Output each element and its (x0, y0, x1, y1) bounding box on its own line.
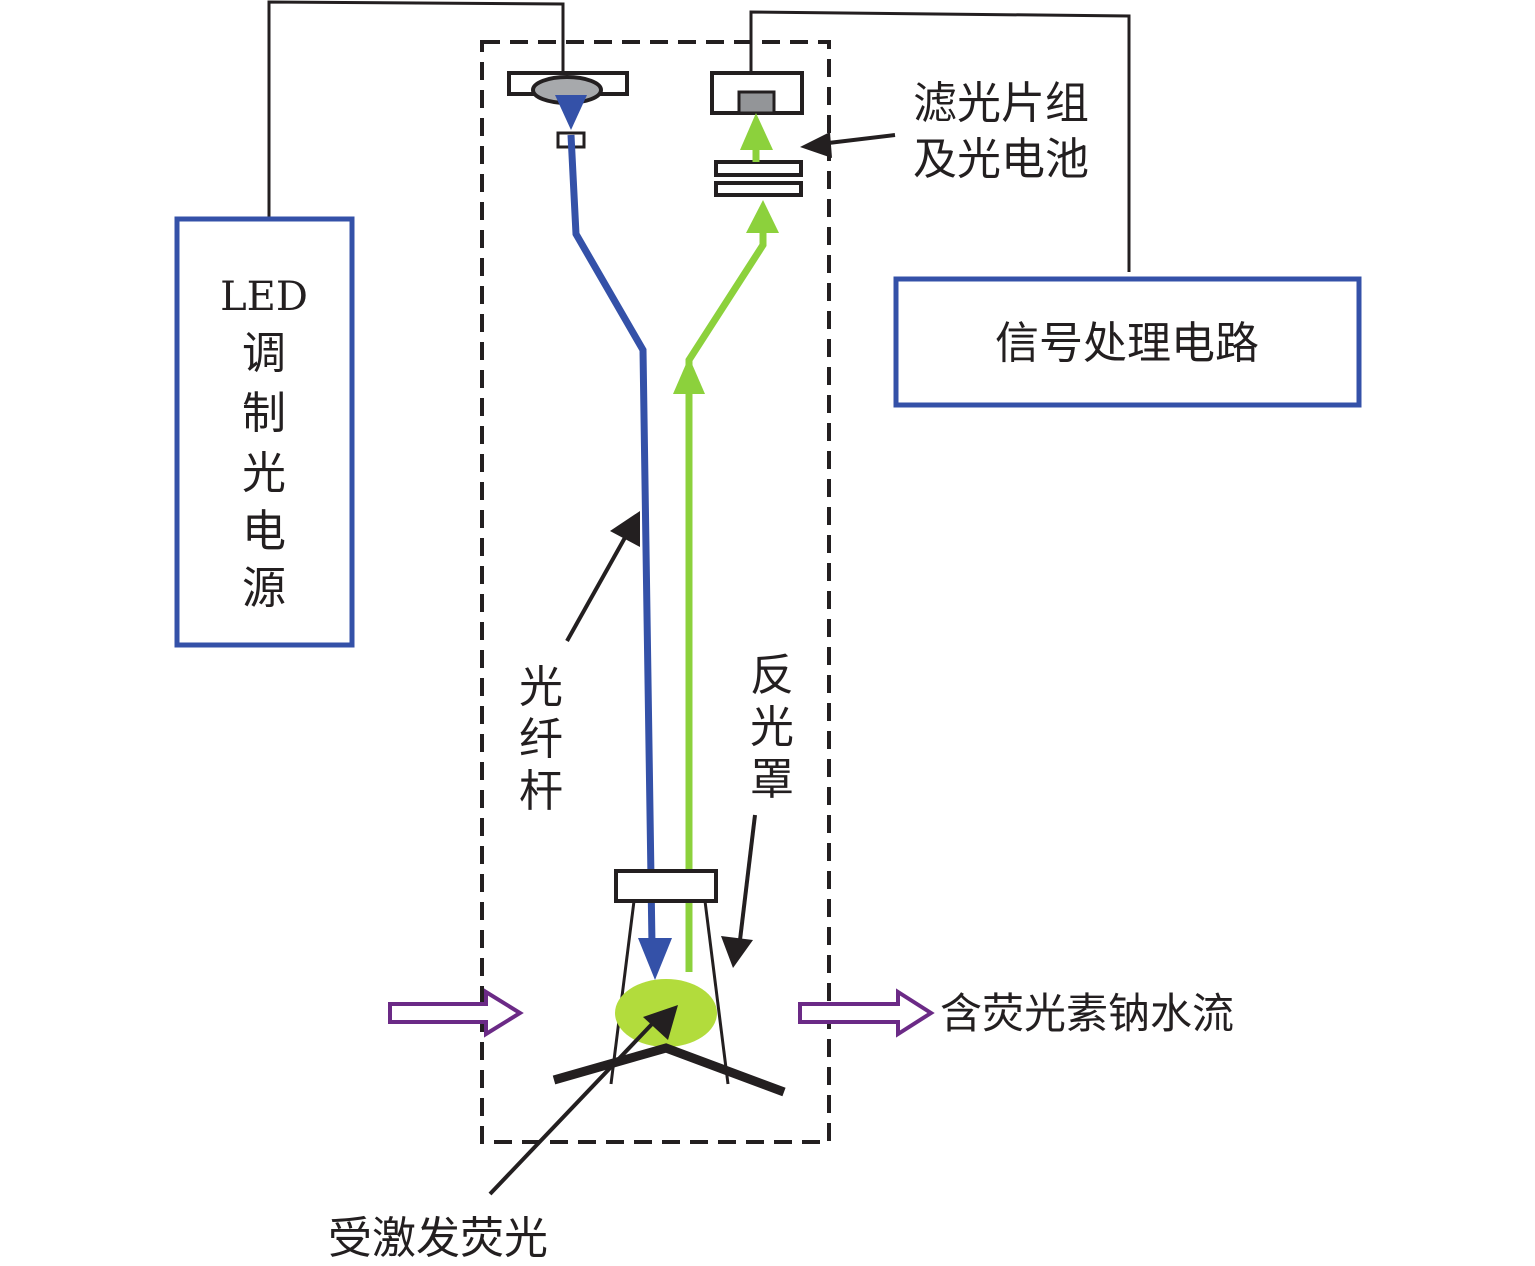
reflector-char-2: 光 (750, 702, 794, 753)
photodetector (710, 71, 804, 115)
filter-set (714, 160, 803, 197)
outflow-arrow-icon (798, 988, 935, 1038)
fiber-rod-char-2: 纤 (519, 714, 563, 765)
reflector-char-3: 罩 (750, 754, 794, 805)
fluorescence-arrow-head-mid (673, 357, 705, 394)
signal-processing-box: 信号处理电路 (893, 276, 1362, 408)
pointer-fiber-rod (565, 511, 640, 642)
signal-processing-label: 信号处理电路 (995, 318, 1259, 369)
probe-base (552, 1043, 786, 1097)
led-power-char-4: 电 (242, 506, 286, 557)
led-power-label-led: LED (220, 274, 308, 320)
wire-led-to-source (267, 0, 565, 218)
fluorescence-arrow-head-upper (746, 200, 779, 233)
fluorescence-fiber (685, 232, 767, 972)
excitation-fiber (567, 134, 656, 946)
pointer-filter-set (800, 132, 896, 158)
reflector-char-1: 反 (750, 650, 794, 701)
excited-fluorescence-label: 受激发荧光 (328, 1213, 548, 1264)
pointer-reflector (721, 814, 757, 968)
fluorescence-arrow-head-top (740, 113, 773, 150)
led-power-char-2: 制 (242, 388, 286, 439)
filter-set-label-line2: 及光电池 (913, 134, 1089, 185)
led-power-char-3: 光 (242, 448, 286, 499)
inflow-arrow-icon (388, 988, 524, 1038)
pointer-fluorescence (488, 1005, 678, 1196)
fiber-rod-char-1: 光 (519, 662, 563, 713)
led-power-char-1: 调 (242, 328, 286, 379)
reflector-hood (609, 869, 730, 1085)
led-power-char-5: 源 (242, 563, 286, 614)
led-power-box: LED 调 制 光 电 源 (174, 216, 355, 648)
filter-set-label-line1: 滤光片组 (913, 78, 1089, 129)
probe-enclosure (480, 40, 831, 1144)
water-flow-label: 含荧光素钠水流 (940, 989, 1234, 1038)
photocell-icon (737, 90, 776, 115)
excitation-arrow-head (638, 938, 672, 980)
fiber-rod-char-3: 杆 (519, 766, 563, 817)
